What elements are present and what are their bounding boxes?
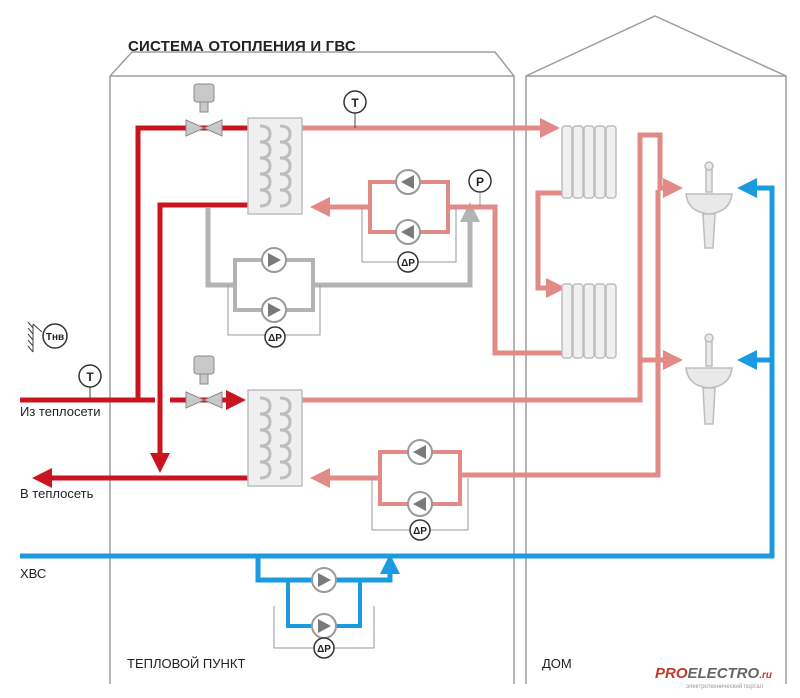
pumps-upper-pink	[395, 169, 421, 245]
dp-sensor-lower: ΔP	[409, 519, 431, 541]
pump-icon	[311, 613, 337, 639]
cold-water-label: ХВС	[20, 566, 47, 581]
svg-text:ΔP: ΔP	[401, 258, 415, 269]
brand-tagline: электротехнический портал	[686, 684, 764, 690]
heat-exchanger-bottom	[247, 389, 303, 487]
sink-lower	[685, 333, 733, 425]
pumps-cold-water	[311, 567, 337, 639]
pumps-grey	[261, 247, 287, 323]
dp-sensor-grey: ΔP	[264, 326, 286, 348]
heat-exchanger-top	[247, 117, 303, 215]
heat-point-label: ТЕПЛОВОЙ ПУНКТ	[127, 656, 246, 671]
to-network-label: В теплосеть	[20, 486, 94, 501]
pump-icon	[261, 297, 287, 323]
control-valve-top	[185, 83, 223, 137]
house-label: ДОМ	[542, 656, 572, 671]
pump-icon	[407, 439, 433, 465]
pump-icon	[407, 491, 433, 517]
outdoor-temperature-sensor: Tнв	[42, 323, 68, 349]
svg-text:T: T	[86, 370, 94, 384]
temperature-sensor-top: T	[343, 90, 367, 114]
radiator-lower	[561, 283, 617, 359]
outdoor-sensor-mount-icon	[27, 321, 43, 353]
svg-text:ΔP: ΔP	[268, 333, 282, 344]
radiator-upper	[561, 125, 617, 199]
sink-upper	[685, 161, 733, 249]
grey-return-circuit	[205, 202, 480, 312]
pump-icon	[395, 219, 421, 245]
svg-text:ΔP: ΔP	[317, 644, 331, 655]
pump-icon	[395, 169, 421, 195]
pump-icon	[311, 567, 337, 593]
from-network-label: Из теплосети	[20, 404, 101, 419]
control-valve-bottom	[185, 355, 223, 409]
house-building	[525, 15, 787, 684]
pump-icon	[261, 247, 287, 273]
temperature-sensor-inlet: T	[78, 364, 102, 388]
dp-sensor-cold-water: ΔP	[313, 637, 335, 659]
svg-text:Tнв: Tнв	[46, 332, 64, 343]
pressure-sensor: P	[468, 169, 492, 193]
heat-point-building	[109, 51, 515, 684]
brand-logo: PROELECTRO.ru	[655, 665, 772, 682]
dp-sensor-upper: ΔP	[397, 251, 419, 273]
network-circuit	[20, 125, 248, 488]
diagram-title: СИСТЕМА ОТОПЛЕНИЯ И ГВС	[128, 38, 356, 55]
brand-part-3: .ru	[759, 670, 772, 681]
pumps-lower-pink	[407, 439, 433, 517]
svg-text:T: T	[351, 96, 359, 110]
sensor-connectors	[89, 113, 356, 400]
brand-part-1: PRO	[655, 665, 688, 682]
svg-text:P: P	[476, 175, 484, 189]
svg-text:ΔP: ΔP	[413, 526, 427, 537]
brand-part-2: ELECTRO	[687, 665, 760, 682]
